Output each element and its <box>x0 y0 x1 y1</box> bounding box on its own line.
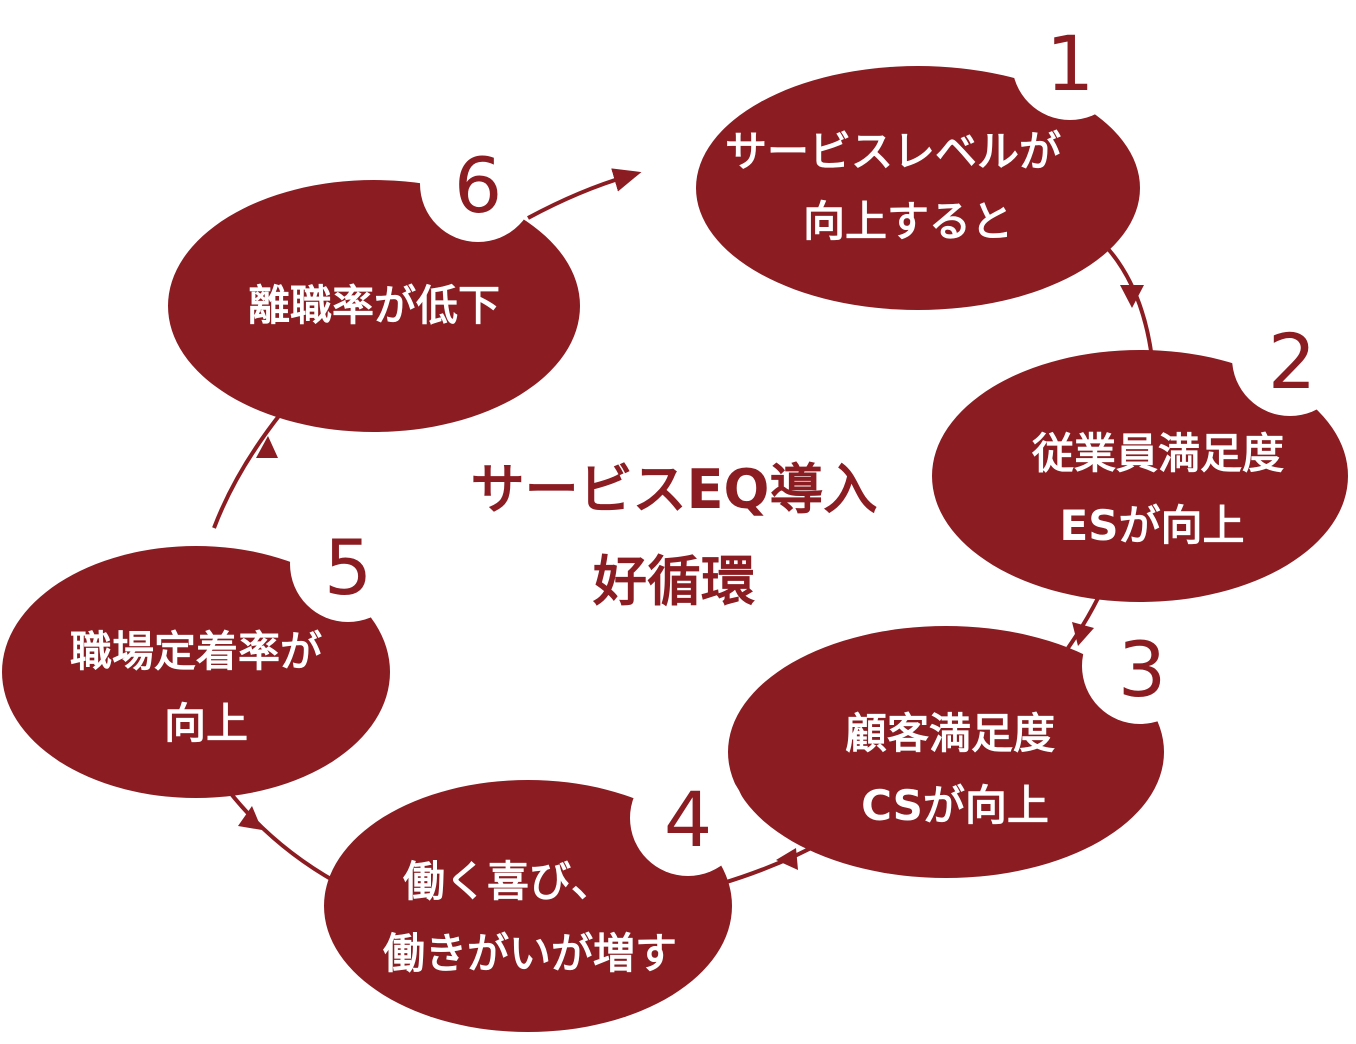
step-5-label-line1: 職場定着率が <box>70 627 322 676</box>
step-1-ellipse <box>696 66 1140 310</box>
arrow-1-to-2 <box>1098 238 1154 359</box>
step-1-badge <box>1012 4 1128 120</box>
step-2: 2 従業員満足度 ESが向上 <box>932 300 1348 602</box>
step-5-ellipse <box>2 546 390 798</box>
step-2-label-line2: ESが向上 <box>1060 501 1245 550</box>
arrowhead-2-to-3 <box>1072 622 1094 646</box>
center-title-line1: サービスEQ導入 <box>471 458 878 521</box>
step-6: 6 離職率が低下 <box>168 126 580 432</box>
step-6-badge <box>420 126 536 242</box>
arrow-2-to-3 <box>1066 597 1100 650</box>
step-2-ellipse <box>932 350 1348 602</box>
arrow-4-to-5 <box>226 788 337 884</box>
step-1-label-line1: サービスレベルが <box>725 127 1061 176</box>
step-2-number: 2 <box>1268 317 1316 406</box>
step-4-number: 4 <box>664 775 712 864</box>
step-5: 5 職場定着率が 向上 <box>2 506 406 798</box>
arrowhead-3-to-4 <box>776 848 798 870</box>
step-4: 4 働く喜び、 働きがいが増す <box>324 760 746 1032</box>
arrowhead-5-to-6 <box>256 436 278 458</box>
step-6-number: 6 <box>454 141 502 230</box>
step-4-ellipse <box>324 780 732 1032</box>
step-4-label-line1: 働く喜び、 <box>403 857 613 906</box>
step-4-badge <box>630 760 746 876</box>
step-3: 3 顧客満足度 CSが向上 <box>728 608 1198 878</box>
step-2-badge <box>1232 300 1348 416</box>
step-4-label-line2: 働きがいが増す <box>383 929 677 978</box>
arrow-5-to-6 <box>212 410 284 529</box>
center-title-line2: 好循環 <box>592 550 755 613</box>
arrowhead-4-to-5 <box>238 806 262 830</box>
step-2-label-line1: 従業員満足度 <box>1031 429 1284 478</box>
step-5-badge <box>290 506 406 622</box>
step-1: 1 サービスレベルが 向上すると <box>696 4 1140 310</box>
step-3-number: 3 <box>1118 625 1166 714</box>
step-5-number: 5 <box>324 523 372 612</box>
step-1-number: 1 <box>1046 19 1094 108</box>
step-3-badge <box>1082 608 1198 724</box>
arrow-6-to-1 <box>527 168 642 220</box>
step-3-ellipse <box>728 626 1164 878</box>
step-6-ellipse <box>168 180 580 432</box>
center-title: サービスEQ導入 好循環 <box>471 458 878 613</box>
step-3-label-line1: 顧客満足度 <box>845 709 1055 758</box>
arrowhead-1-to-2 <box>1120 285 1144 308</box>
step-3-label-line2: CSが向上 <box>861 781 1049 830</box>
step-6-label-line1: 離職率が低下 <box>248 281 500 330</box>
step-1-label-line2: 向上すると <box>803 197 1013 246</box>
step-5-label-line2: 向上 <box>164 699 248 748</box>
